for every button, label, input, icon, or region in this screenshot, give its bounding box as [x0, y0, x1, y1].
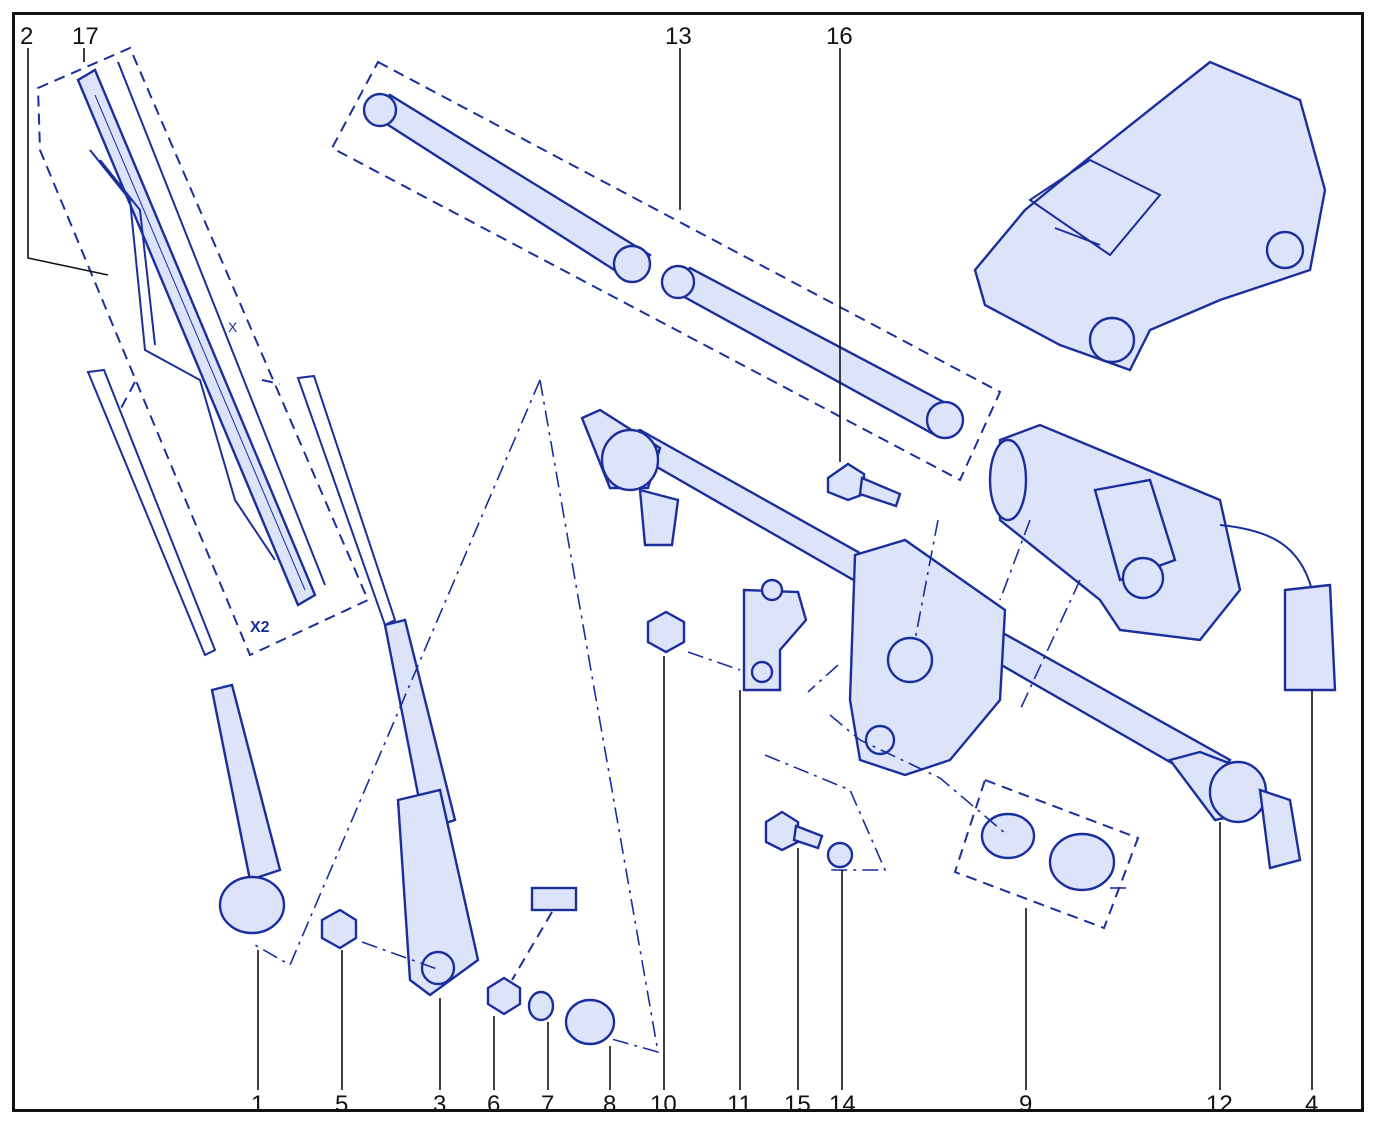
callout-6: 6 [487, 1091, 500, 1118]
quantity-label: X2 [250, 619, 270, 636]
length-mark: X [228, 319, 238, 335]
small-fasteners [320, 610, 686, 1046]
callout-16: 16 [826, 23, 853, 50]
callout-4: 4 [1305, 1091, 1318, 1118]
callout-2: 2 [20, 23, 33, 50]
linkage-rods [330, 60, 1002, 482]
linkage-frame [580, 408, 1302, 870]
bolt-16 [826, 462, 902, 508]
callout-labels: 2 17 13 16 1 5 3 6 7 8 10 11 15 14 9 12 … [20, 23, 1318, 1118]
callout-9: 9 [1019, 1091, 1032, 1118]
wiper-blade [76, 68, 317, 607]
assembly-lines [254, 379, 1130, 1054]
blade-frame [89, 149, 276, 561]
clip-symbol [530, 886, 578, 912]
nut-6 [486, 976, 522, 1016]
nut-5 [320, 908, 358, 950]
callout-10: 10 [650, 1091, 677, 1118]
callout-7: 7 [541, 1091, 554, 1118]
callout-17: 17 [72, 23, 99, 50]
wiper-blade-group: X X2 [36, 46, 370, 657]
wiper-arm-left [86, 368, 286, 935]
bush-8 [564, 998, 616, 1046]
blade-dashed-box [36, 46, 370, 657]
wiper-arm-right [296, 374, 480, 997]
callout-15: 15 [784, 1091, 811, 1118]
callout-11: 11 [727, 1091, 752, 1118]
motor-connector [1283, 583, 1337, 692]
rod-upper [365, 93, 652, 282]
grommets-9 [953, 778, 1140, 930]
callout-1: 1 [251, 1091, 264, 1118]
vehicle-sketch [973, 60, 1327, 372]
leader-lines [27, 48, 1313, 1090]
callout-3: 3 [433, 1091, 446, 1118]
washer-7 [527, 990, 555, 1022]
callout-14: 14 [829, 1091, 856, 1118]
callout-13: 13 [665, 23, 692, 50]
wiper-motor [988, 423, 1337, 692]
nut-10 [646, 610, 686, 654]
callout-5: 5 [335, 1091, 348, 1118]
bracket-11 [742, 578, 808, 692]
bolt-15-washer-14 [764, 754, 887, 871]
callout-8: 8 [603, 1091, 616, 1118]
rods-dashed-box [330, 60, 1002, 482]
callout-12: 12 [1206, 1091, 1233, 1118]
